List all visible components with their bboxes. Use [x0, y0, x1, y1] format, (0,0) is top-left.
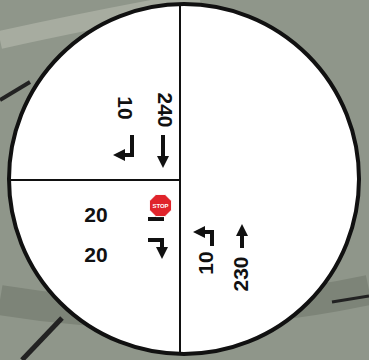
- turn-arrow: [199, 232, 212, 246]
- volume-number: 20: [84, 204, 107, 225]
- volume-number: 10: [195, 251, 216, 274]
- octagon-fill: [149, 194, 171, 216]
- sign-text: STOP: [152, 203, 168, 209]
- road-line: [22, 318, 62, 360]
- through-arrow: [240, 230, 244, 248]
- volume-circle: [9, 4, 359, 354]
- volume-number: 230: [230, 256, 251, 291]
- road-line: [0, 82, 30, 100]
- volume-number: 20: [84, 244, 107, 265]
- quadrant-line: [9, 179, 180, 181]
- stop-sign: STOP: [148, 193, 173, 218]
- turn-arrow: [119, 135, 132, 155]
- volume-number: 10: [115, 96, 136, 119]
- turn-arrow: [148, 240, 162, 253]
- volume-number: 240: [155, 92, 176, 127]
- through-arrow: [161, 135, 165, 162]
- road-line: [332, 296, 369, 302]
